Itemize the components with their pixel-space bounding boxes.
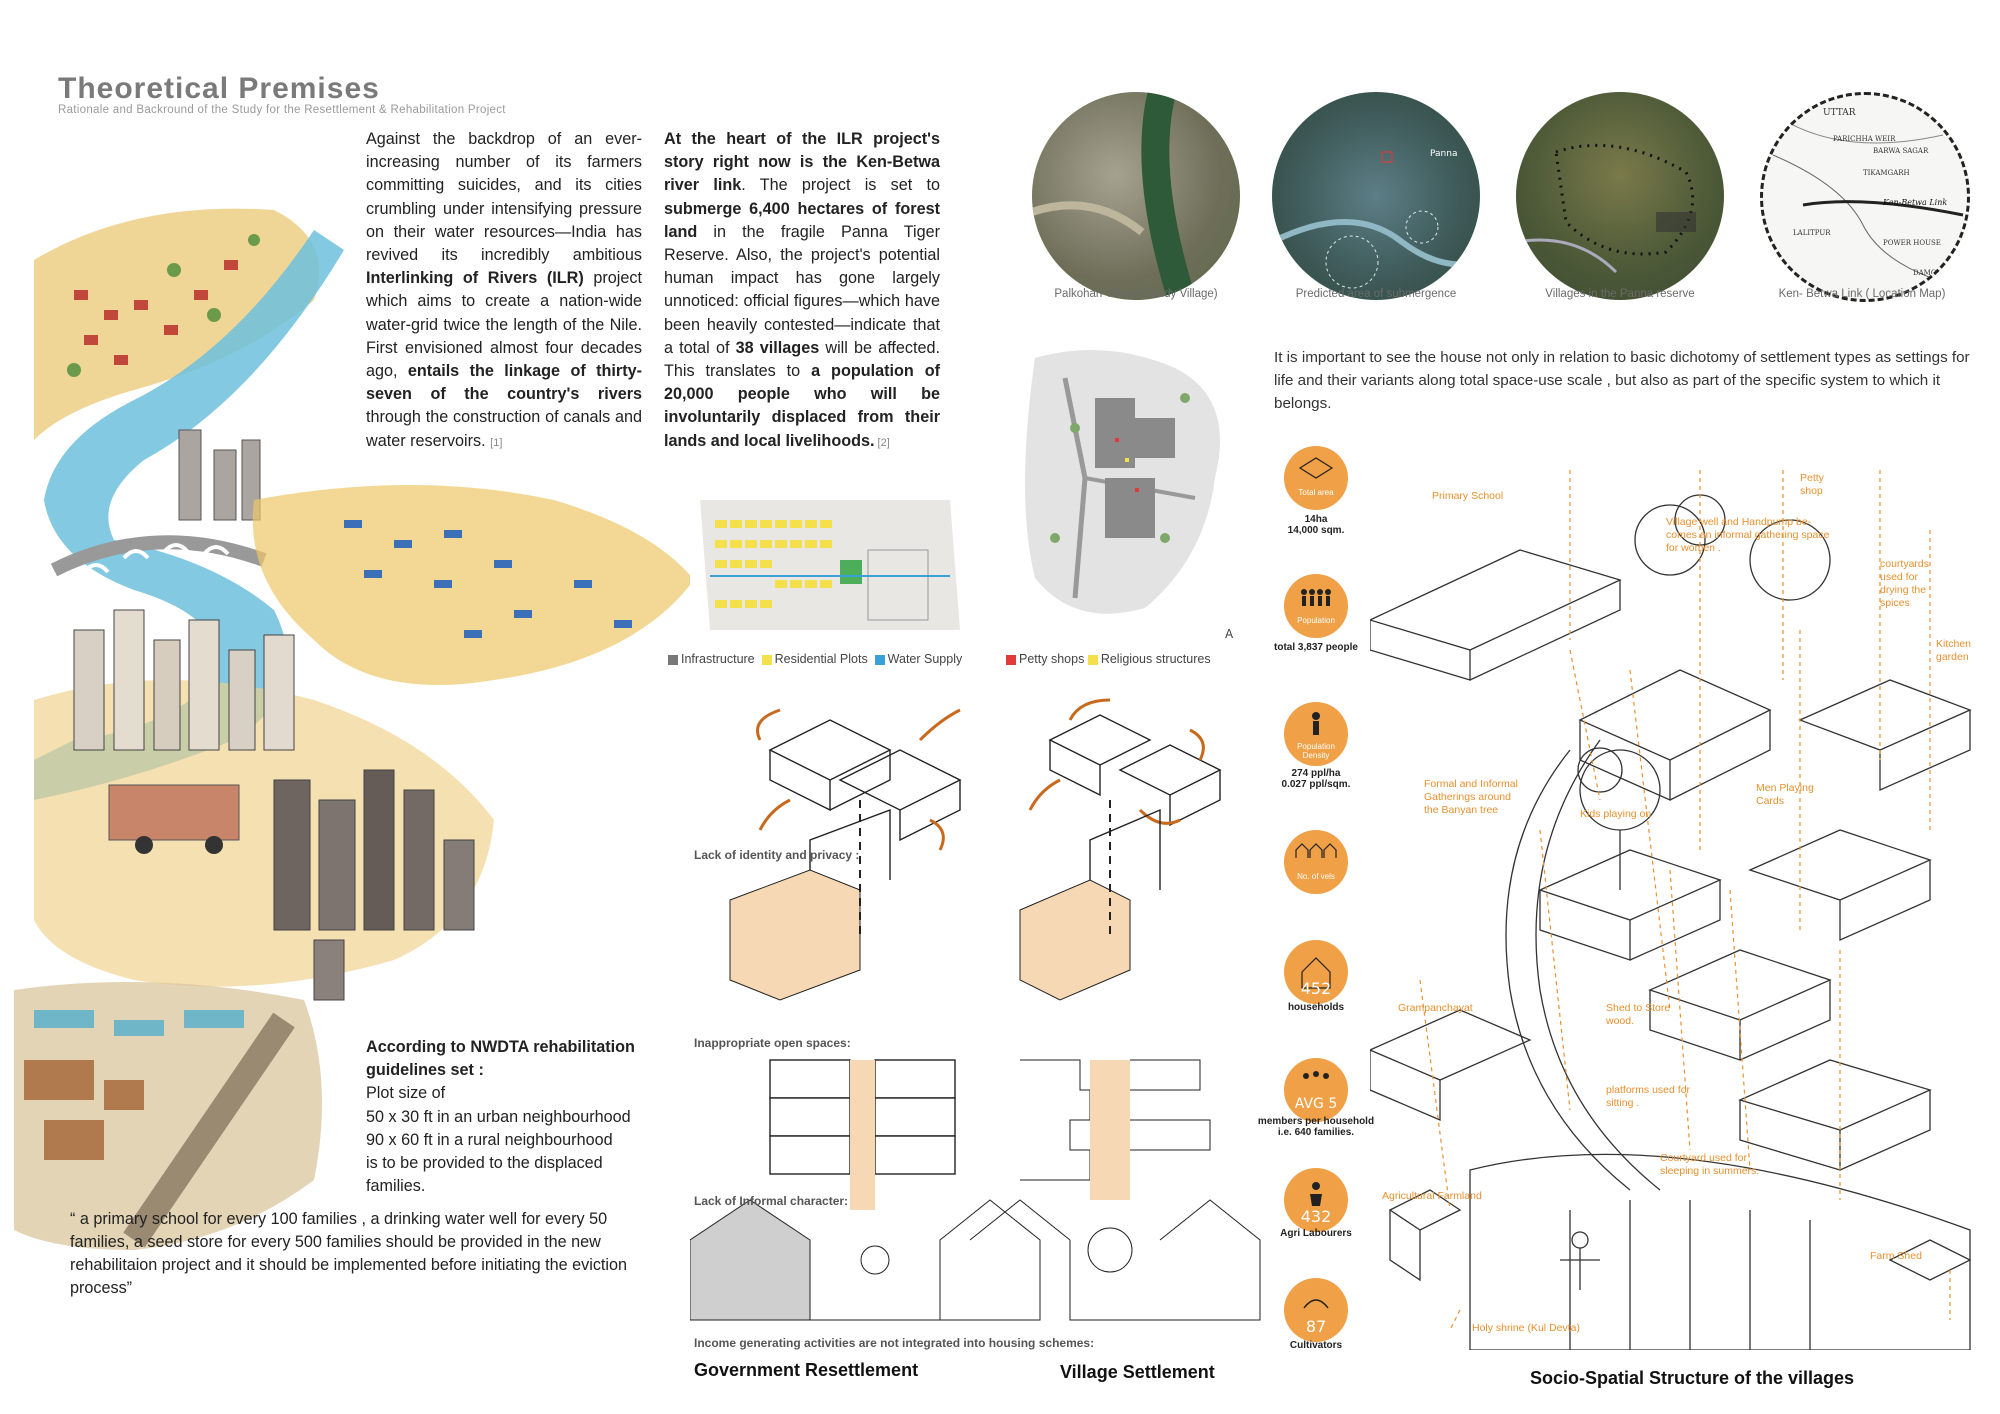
stat-label-population: Population [1297, 616, 1335, 625]
intro-paragraph: Against the backdrop of an ever-increasi… [366, 130, 642, 450]
watercolor-illustration [14, 208, 694, 1250]
palkohan-satellite-map [1032, 92, 1240, 300]
palkohan-village-map: A [1025, 350, 1234, 638]
ken-betwa-paragraph: At the heart of the ILR project's story … [664, 130, 941, 450]
label-identity: Lack of identity and privacy : [694, 848, 860, 862]
label-grampanchayat: Grampanchayat [1398, 1002, 1473, 1014]
stat-icon-households: 452 [1284, 940, 1348, 1004]
label-courtyards-spices: courtyards used for drying the spices [1880, 558, 1930, 609]
plan-legend-left: Infrastructure Residential Plots Water S… [668, 652, 962, 666]
label-shed-wood: Shed to Store wood. [1606, 1002, 1671, 1027]
caption-government-resettlement: Government Resettlement [694, 1360, 919, 1380]
loc-label-uttar: UTTAR [1823, 108, 1856, 118]
loc-label-damoh: DAMOH [1913, 269, 1943, 277]
loc-label-power-house: POWER HOUSE [1883, 239, 1941, 247]
stat-icon-cultivators: 87 [1284, 1278, 1348, 1342]
stat-number-cultivators: 87 [1306, 1317, 1326, 1336]
stat-value-population: total 3,837 people [1274, 642, 1358, 653]
map-caption-submergence: Predicted area of submergence [1295, 288, 1457, 300]
page-title: Theoretical Premises [58, 72, 380, 105]
loc-label-link: Ken-Betwa Link [1882, 198, 1947, 207]
page-subtitle: Rationale and Backround of the Study for… [58, 104, 506, 116]
label-banyan-gatherings: Formal and Informal Gatherings around th… [1424, 778, 1518, 816]
label-farm-shed: Farm Shed [1870, 1250, 1922, 1262]
stat-icon-vels: No. of vels [1284, 830, 1348, 894]
map-caption-location: Ken- Betwa Link ( Location Map) [1778, 288, 1946, 300]
stat-icon-members: AVG 5 [1284, 1058, 1348, 1122]
ken-betwa-location-map: UTTAR PARICHHA WEIR BARWA SAGAR TIKAMGAR… [1760, 92, 1970, 302]
label-informal: Lack of Informal character: [694, 1194, 849, 1208]
petty-shops-swatch [1006, 654, 1016, 665]
plan-legend-right: Petty shops Religious structures [1006, 652, 1211, 666]
map-caption-palkohan: Palkohan Village (Study Village) [1054, 288, 1218, 300]
settlement-comparison-diagrams [690, 698, 1261, 1321]
stat-number-agri: 432 [1301, 1207, 1332, 1226]
nwdta-guidelines: According to NWDTA rehabilitation guidel… [366, 1038, 635, 1196]
stat-icon-density: Population Density [1284, 702, 1348, 766]
label-primary-school: Primary School [1432, 490, 1504, 502]
svg-text:A: A [1225, 627, 1234, 638]
caption-socio-spatial: Socio-Spatial Structure of the villages [1530, 1368, 1855, 1388]
nwdta-quote: “ a primary school for every 100 familie… [70, 1210, 628, 1297]
stat-value-households: households [1287, 1002, 1345, 1013]
water-supply-swatch [874, 654, 885, 665]
residential-swatch [761, 654, 772, 665]
stat-icon-agri-labourers: 432 [1284, 1168, 1348, 1232]
label-open-spaces: Inappropriate open spaces: [694, 1036, 851, 1050]
label-holy-shrine: Holy shrine (Kul Devta) [1472, 1322, 1580, 1334]
stat-value-members: members per household i.e. 640 families. [1257, 1116, 1375, 1138]
label-kids-playing: Kids playing on [1580, 808, 1652, 820]
religious-swatch [1087, 654, 1098, 665]
socio-spatial-sketch [1370, 470, 1972, 1350]
loc-label-lalitpur: LALITPUR [1793, 229, 1831, 237]
stat-icon-population: Population [1284, 574, 1348, 638]
stat-number-members: AVG 5 [1295, 1096, 1337, 1112]
stat-icon-total-area: Total area [1284, 446, 1348, 510]
panna-reserve-map [1516, 92, 1724, 300]
stat-label-density: Population Density [1297, 742, 1335, 760]
label-petty-shop: Petty shop [1800, 472, 1824, 497]
map-caption-villages: Villages in the Panna reserve [1545, 288, 1695, 300]
submergence-map: Panna [1272, 92, 1480, 300]
stat-value-cultivators: Cultivators [1289, 1340, 1343, 1351]
label-men-cards: Men Playing Cards [1756, 782, 1814, 807]
label-village-well: Village well and Handpump be-comes an in… [1666, 516, 1830, 554]
stat-value-density: 274 ppl/ha 0.027 ppl/sqm. [1281, 768, 1351, 790]
loc-label-parichha: PARICHHA WEIR [1833, 135, 1896, 143]
stat-value-total-area: 14ha 14,000 sqm. [1287, 514, 1345, 536]
label-platforms: platforms used for sitting . [1606, 1084, 1691, 1109]
house-system-statement: It is important to see the house not onl… [1274, 349, 1970, 412]
caption-village-settlement: Village Settlement [1060, 1362, 1215, 1382]
label-income: Income generating activities are not int… [694, 1336, 1095, 1350]
stat-label-vels: No. of vels [1297, 872, 1335, 881]
loc-label-tikamgarh: TIKAMGARH [1863, 169, 1910, 177]
stat-label-total-area: Total area [1298, 488, 1334, 497]
stat-number-households: 452 [1301, 979, 1332, 998]
infrastructure-swatch [668, 654, 678, 665]
panna-label: Panna [1430, 149, 1457, 159]
stat-value-agri-labourers: Agri Labourers [1280, 1228, 1352, 1239]
resettlement-site-plan [690, 490, 970, 640]
loc-label-barwa: BARWA SAGAR [1873, 147, 1929, 155]
label-agricultural-farmland: Agricultural Farmland [1382, 1190, 1482, 1202]
label-courtyard-sleeping: Courtyard used for sleeping in summers. [1660, 1152, 1760, 1177]
label-kitchen-garden: Kitchen garden [1936, 638, 1972, 663]
